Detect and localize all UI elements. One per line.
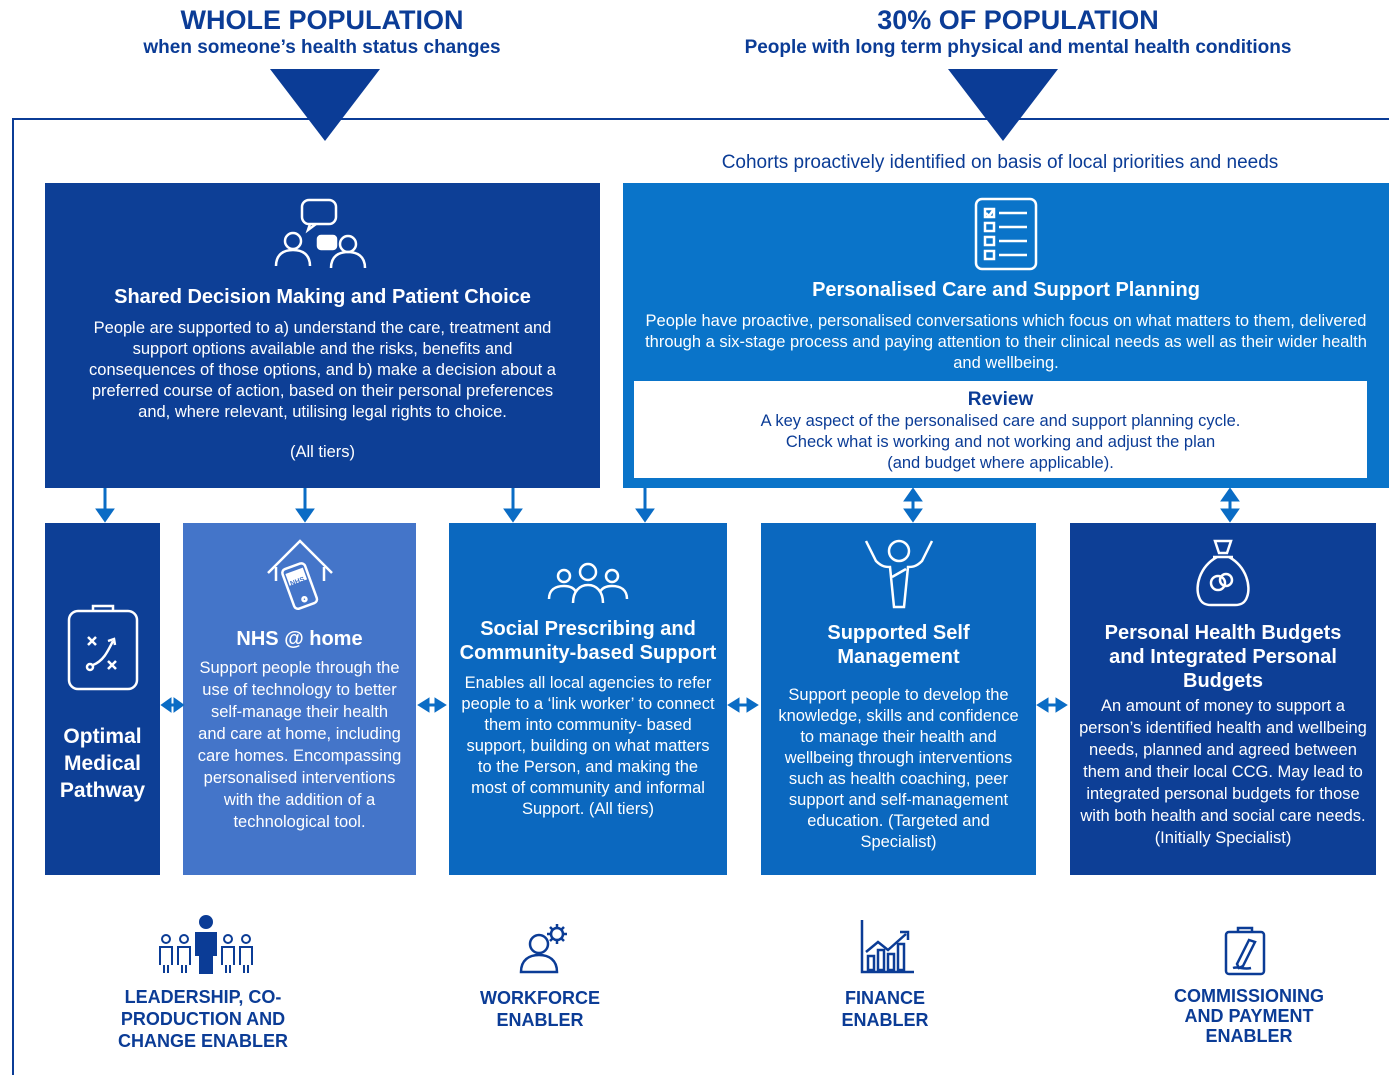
review-line-2: Check what is working and not working an…: [785, 433, 1216, 451]
phone-nhs-label: NHS: [289, 576, 306, 588]
commissioning-enabler-label: COMMISSIONING AND PAYMENT ENABLER: [1173, 986, 1324, 1046]
self-management-body: Support people to develop the knowledge,…: [778, 686, 1019, 851]
nhs-home-body: Support people through the use of techno…: [197, 659, 402, 831]
review-line-1: A key aspect of the personalised care an…: [760, 412, 1241, 430]
horizontal-connectors: [160, 697, 1068, 713]
social-prescribing-title: Social Prescribing and Community-based S…: [459, 618, 717, 664]
frame-left-line: [12, 118, 14, 1075]
finance-chart-icon: [858, 918, 916, 974]
personal-budgets-title: Personal Health Budgets and Integrated P…: [1104, 622, 1342, 692]
workforce-enabler-label: WORKFORCE ENABLER: [480, 988, 600, 1030]
thirty-percent-arrow: [948, 69, 1058, 141]
shared-decision-tiers: (All tiers): [289, 443, 356, 461]
thirty-percent-title: 30% OF POPULATION: [877, 5, 1159, 35]
shared-decision-panel: Shared Decision Making and Patient Choic…: [45, 183, 600, 488]
leadership-icon: [158, 915, 254, 975]
whole-population-subtitle: when someone’s health status changes: [143, 37, 501, 58]
whole-population-arrow: [270, 69, 380, 141]
shared-decision-title: Shared Decision Making and Patient Choic…: [114, 286, 531, 308]
home-phone-icon: NHS: [264, 537, 336, 611]
tactics-clipboard-icon: [66, 603, 140, 693]
review-title: Review: [967, 389, 1034, 410]
social-prescribing-panel: Social Prescribing and Community-based S…: [449, 523, 727, 875]
social-prescribing-body: Enables all local agencies to refer peop…: [461, 674, 715, 818]
checklist-icon: [974, 197, 1038, 271]
personalised-care-title: Personalised Care and Support Planning: [812, 279, 1200, 301]
connector-arrows: [95, 487, 1240, 523]
frame-top-line: [12, 118, 1389, 120]
money-bag-icon: [1193, 537, 1253, 609]
optimal-pathway-title: Optimal Medical Pathway: [59, 725, 146, 802]
nhs-home-panel: NHS NHS @ home Support people through th…: [183, 523, 416, 875]
optimal-pathway-panel: Optimal Medical Pathway: [45, 523, 160, 875]
leadership-enabler-label: LEADERSHIP, CO-PRODUCTION AND CHANGE ENA…: [117, 987, 288, 1051]
personal-budgets-body: An amount of money to support a person’s…: [1079, 697, 1367, 847]
celebrating-person-icon: [862, 537, 936, 609]
thirty-percent-subtitle: People with long term physical and menta…: [744, 37, 1292, 58]
personalised-care-body: People have proactive, personalised conv…: [645, 312, 1367, 372]
commissioning-icon: [1223, 926, 1267, 976]
workforce-icon: [515, 922, 575, 974]
cohort-text: Cohorts proactively identified on basis …: [721, 152, 1279, 173]
whole-population-title: WHOLE POPULATION: [180, 5, 464, 35]
personal-budgets-panel: Personal Health Budgets and Integrated P…: [1070, 523, 1376, 875]
shared-decision-icon: [268, 196, 378, 276]
review-panel: Review A key aspect of the personalised …: [634, 381, 1367, 478]
self-management-title: Supported Self Management: [827, 622, 970, 668]
finance-enabler-label: FINANCE ENABLER: [841, 988, 929, 1030]
shared-decision-body: People are supported to a) understand th…: [89, 319, 556, 421]
self-management-panel: Supported Self Management Support people…: [761, 523, 1036, 875]
nhs-home-title: NHS @ home: [236, 628, 363, 650]
community-group-icon: [544, 561, 632, 607]
review-line-3: (and budget where applicable).: [887, 454, 1114, 472]
